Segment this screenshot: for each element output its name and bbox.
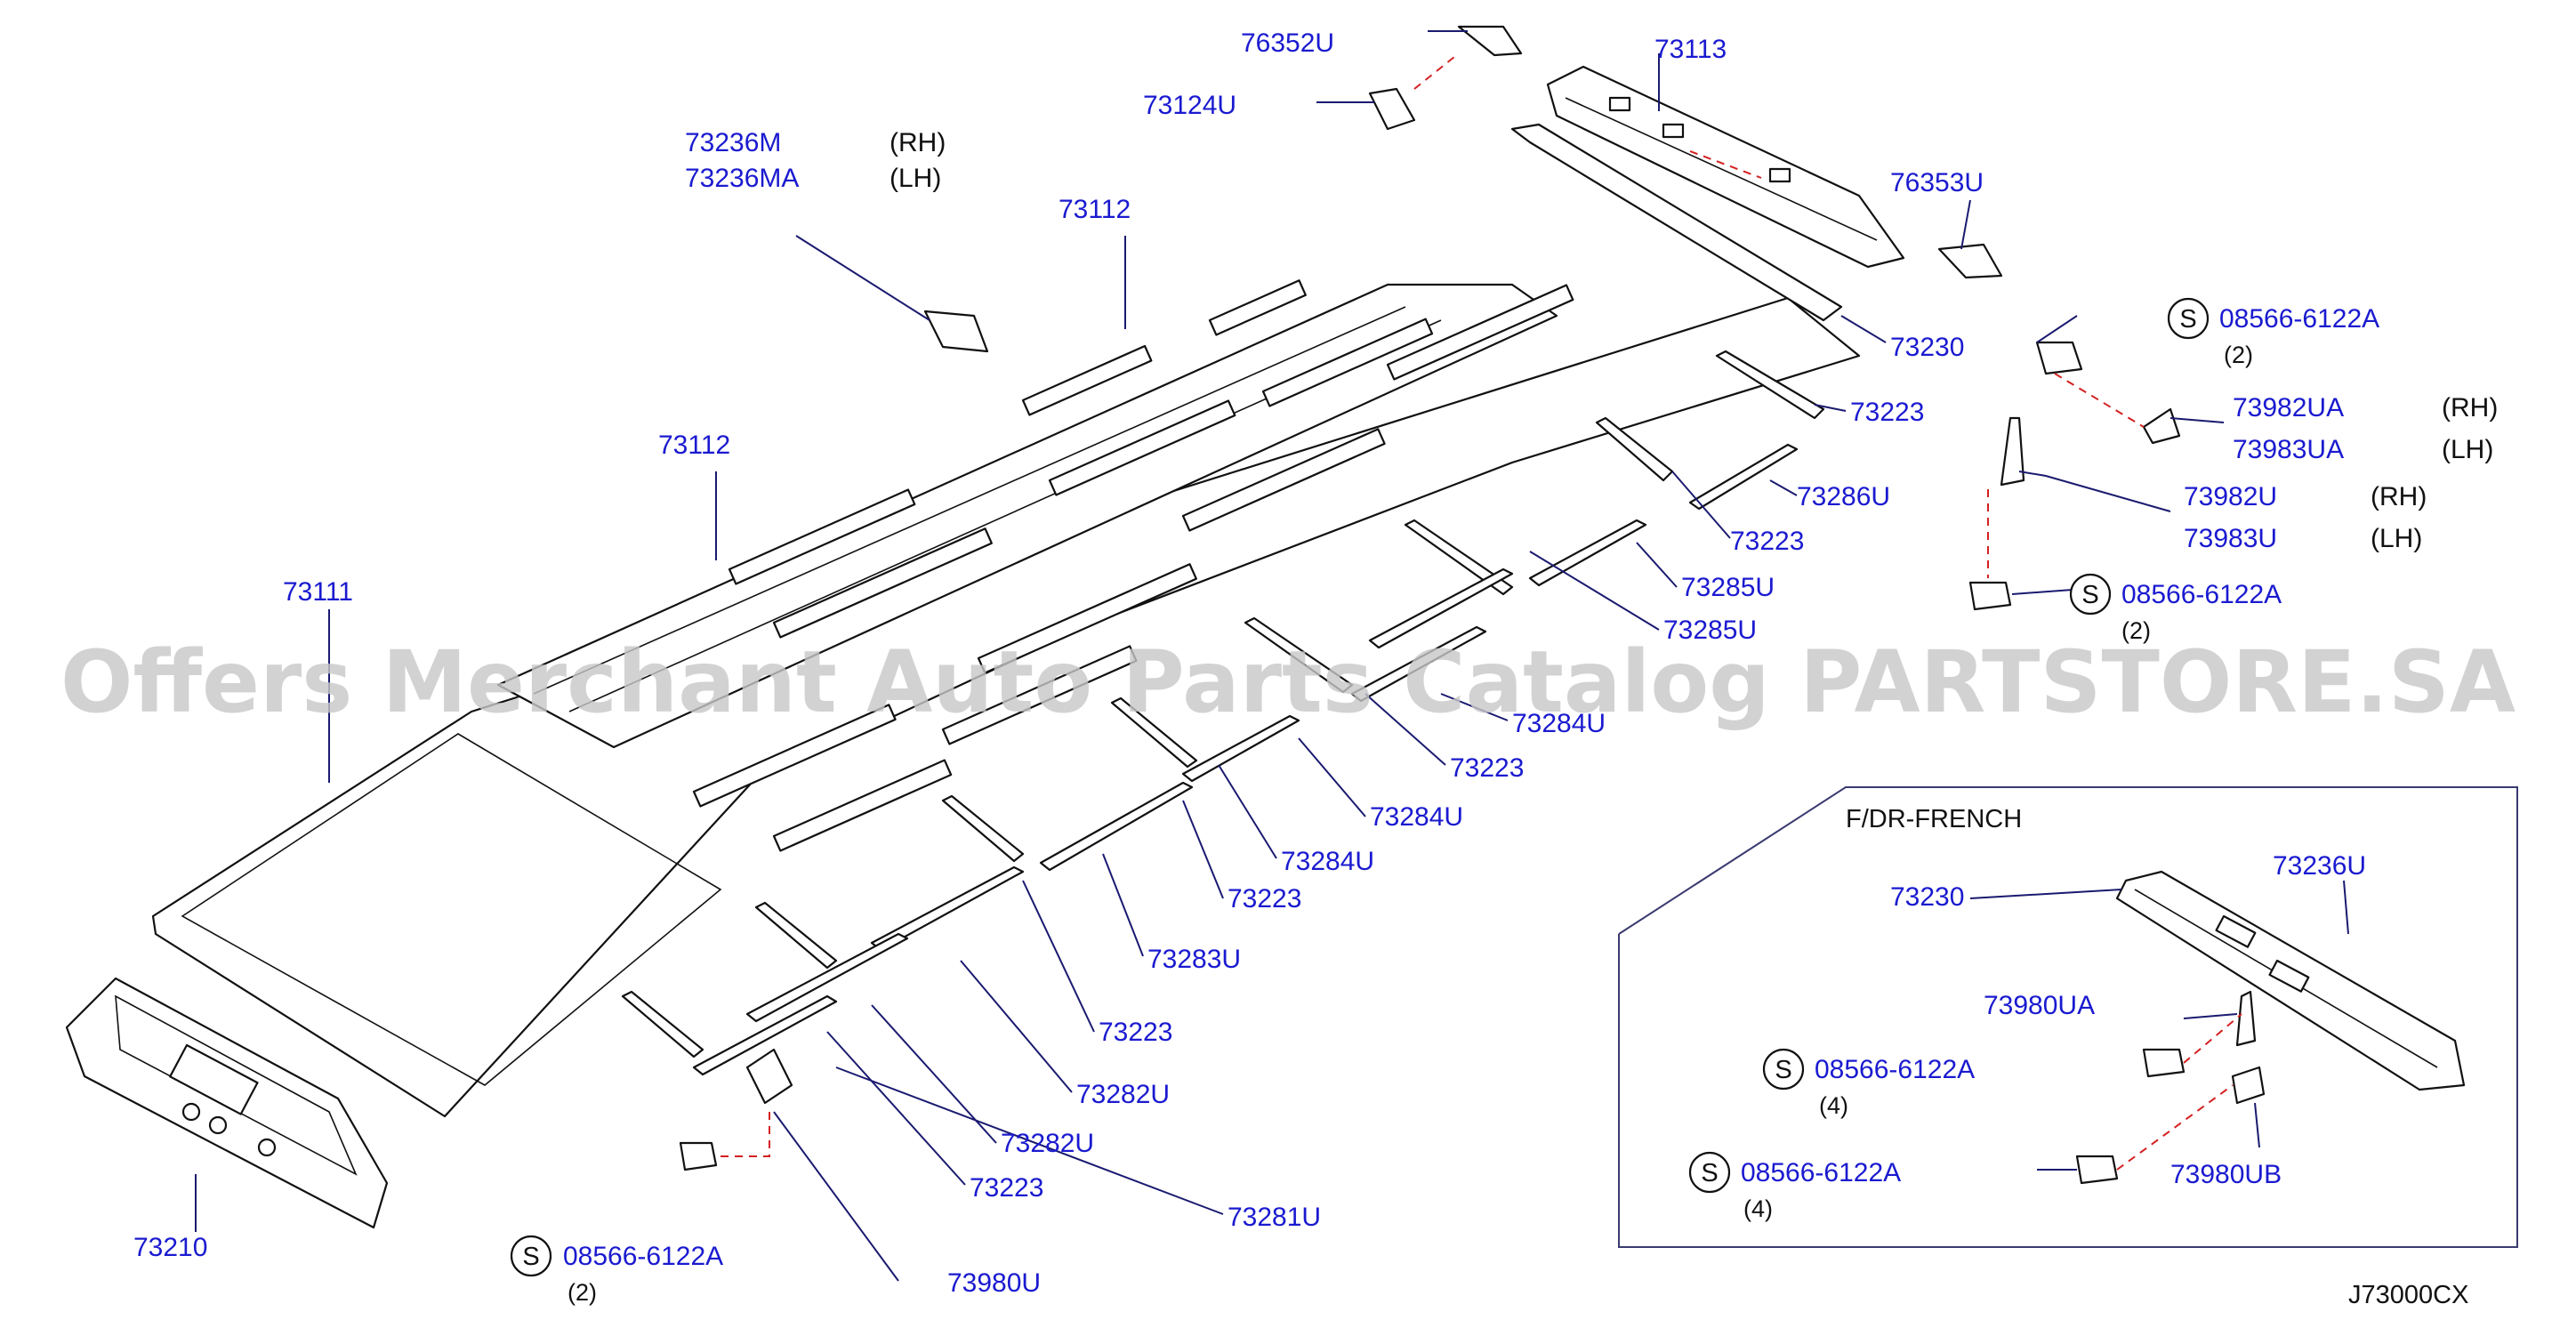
s-symbol-top-text: S — [2179, 305, 2196, 334]
inset-qty-2: (4) — [1743, 1195, 1773, 1222]
label-73982U: 73982U — [2184, 482, 2277, 511]
inset-label-73230: 73230 — [1890, 882, 1964, 912]
label-73980U: 73980U — [947, 1268, 1041, 1298]
s-symbol-bot-text: S — [522, 1243, 539, 1271]
rear-rail-73230 — [1510, 123, 1843, 322]
inset-label-73236U: 73236U — [2273, 851, 2366, 881]
s-symbol-mid — [2069, 573, 2112, 616]
dashed-assembly-links — [720, 52, 2145, 1157]
inset-label-73980UB: 73980UB — [2170, 1160, 2282, 1189]
label-73285U-b: 73285U — [1663, 616, 1757, 645]
label-73283U: 73283U — [1147, 945, 1241, 974]
bolt-top — [2035, 341, 2083, 375]
inset-qty-1: (4) — [1819, 1092, 1848, 1119]
s-symbol-top — [2167, 297, 2210, 340]
label-73113: 73113 — [1654, 35, 1727, 64]
label-73210: 73210 — [133, 1233, 207, 1262]
label-73230: 73230 — [1890, 333, 1964, 362]
label-73284U-a: 73284U — [1512, 709, 1606, 738]
inset-bolt-1 — [2142, 1048, 2186, 1078]
label-73284U-b: 73284U — [1370, 802, 1463, 832]
label-76353U: 76353U — [1890, 168, 1984, 197]
leader-lines — [195, 30, 2225, 1282]
bolt-bot — [679, 1141, 718, 1171]
label-73223-e: 73223 — [1099, 1018, 1172, 1047]
label-73983UA: 73983UA — [2233, 435, 2344, 464]
inset-bracket-73980UA — [2235, 990, 2257, 1047]
bracket-73982U — [2000, 416, 2025, 487]
bolt-mid — [1968, 581, 2012, 611]
label-73223-a: 73223 — [1850, 398, 1924, 427]
label-08566-top: 08566-6122A — [2219, 304, 2379, 334]
inset-bracket-73980UB — [2231, 1066, 2266, 1105]
inset-label-73980UA: 73980UA — [1984, 991, 2095, 1020]
label-73284U-c: 73284U — [1281, 847, 1374, 876]
bracket-73980U — [745, 1048, 793, 1105]
label-73112-upper: 73112 — [1059, 195, 1131, 224]
bracket-73982UA — [2142, 407, 2181, 445]
diagram-code: J73000CX — [2348, 1281, 2468, 1309]
label-73982UA: 73982UA — [2233, 393, 2344, 423]
label-73236M: 73236M — [685, 128, 781, 157]
inset-title: F/DR-FRENCH — [1846, 805, 2022, 833]
label-76352U: 76352U — [1241, 28, 1334, 58]
inset-s-symbol-2 — [1688, 1151, 1731, 1194]
roof-bows-73112 — [496, 279, 1574, 852]
label-73281U: 73281U — [1228, 1203, 1321, 1232]
inset-french-door — [1618, 786, 2518, 1248]
label-rh-2: (RH) — [2442, 393, 2498, 423]
label-rh-3: (RH) — [2371, 482, 2427, 511]
label-73223-b: 73223 — [1730, 527, 1804, 556]
clip-76353U — [1937, 243, 2003, 279]
label-lh-1: (LH) — [890, 164, 941, 193]
label-73112-lower: 73112 — [658, 431, 730, 460]
qty-top: (2) — [2224, 342, 2253, 368]
label-73223-c: 73223 — [1450, 753, 1524, 783]
rear-header-73113 — [1546, 65, 1905, 269]
clip-76352U — [1457, 25, 1523, 57]
label-73111: 73111 — [283, 577, 353, 607]
label-08566-bot: 08566-6122A — [563, 1242, 723, 1271]
bracket-73236M — [923, 310, 989, 353]
inset-s-symbol-2-text: S — [1701, 1159, 1718, 1187]
bracket-73124U — [1368, 87, 1416, 131]
inset-s-symbol-1 — [1762, 1048, 1805, 1091]
label-73223-f: 73223 — [970, 1173, 1043, 1203]
inset-bolt-2 — [2075, 1155, 2119, 1185]
inset-label-08566-1: 08566-6122A — [1815, 1055, 1975, 1084]
label-73282U-b: 73282U — [1001, 1129, 1094, 1158]
label-rh-1: (RH) — [890, 128, 946, 157]
qty-mid: (2) — [2121, 617, 2151, 644]
label-73282U-a: 73282U — [1076, 1080, 1170, 1109]
label-08566-mid: 08566-6122A — [2121, 580, 2282, 609]
front-header-73210 — [65, 977, 389, 1229]
label-73285U-a: 73285U — [1681, 573, 1775, 602]
label-73223-d: 73223 — [1228, 884, 1301, 914]
inset-rear-rail — [2115, 870, 2466, 1091]
label-73236MA: 73236MA — [685, 164, 799, 193]
s-symbol-mid-text: S — [2081, 581, 2098, 609]
inset-label-08566-2: 08566-6122A — [1741, 1158, 1901, 1187]
watermark-text: Offers Merchant Auto Parts Catalog PARTS… — [60, 632, 2516, 732]
label-lh-3: (LH) — [2371, 524, 2422, 553]
label-73983U: 73983U — [2184, 524, 2277, 553]
label-lh-2: (LH) — [2442, 435, 2493, 464]
label-73124U: 73124U — [1143, 91, 1236, 120]
side-rail-strips — [621, 350, 1825, 1058]
brackets-and-clips — [679, 25, 2181, 1171]
qty-bot: (2) — [568, 1279, 597, 1306]
part-labels: 76352U 73113 73124U 73236M (RH) 73236MA … — [133, 28, 2498, 1309]
label-73286U: 73286U — [1797, 482, 1890, 511]
s-symbol-bot — [510, 1235, 552, 1277]
inset-s-symbol-1-text: S — [1775, 1056, 1791, 1084]
